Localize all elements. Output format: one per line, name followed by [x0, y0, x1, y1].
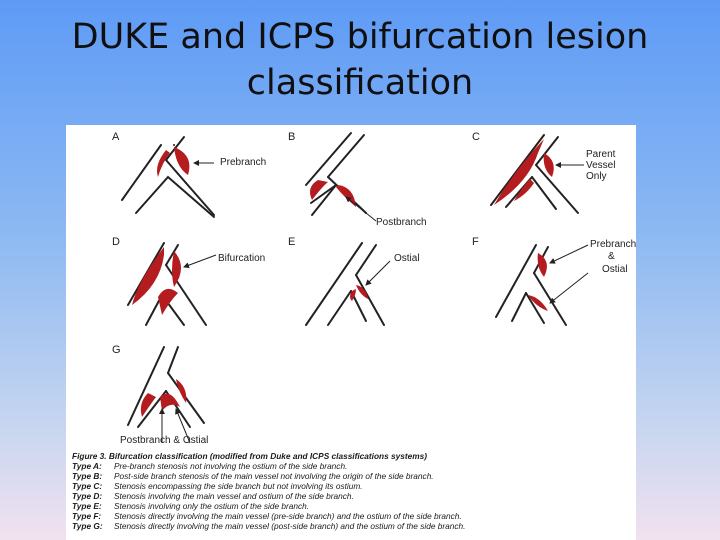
slide-title: DUKE and ICPS bifurcation lesion classif…	[0, 14, 720, 106]
caption-title: Figure 3. Bifurcation classification (mo…	[72, 451, 428, 461]
caption-row: Type C: Stenosis encompassing the side br…	[72, 481, 632, 491]
type-label: Type B:	[72, 471, 103, 481]
panel-d-letter: D	[112, 236, 120, 248]
type-text: Stenosis directly involving the main ves…	[114, 511, 462, 521]
bifurcation-figure: A Prebranch B	[66, 125, 636, 540]
panel-d-label: Bifurcation	[218, 253, 265, 264]
type-text: Stenosis involving the main vessel and o…	[114, 491, 354, 501]
panel-c-label-2: Vessel	[586, 160, 615, 171]
type-text: Post-side branch stenosis of the main ve…	[114, 471, 434, 481]
panel-b-label: Postbranch	[376, 217, 427, 228]
type-text: Pre-branch stenosis not involving the os…	[114, 461, 348, 471]
panel-e: E Ostial	[288, 236, 420, 326]
caption-row: Type B: Post-side branch stenosis of the …	[72, 471, 632, 481]
panel-b-letter: B	[288, 131, 295, 143]
panel-f-label-3: Ostial	[602, 264, 628, 275]
panel-c-label-1: Parent	[586, 149, 616, 160]
panel-d: D Bifurcation	[112, 236, 265, 326]
panel-g-label: Postbranch & Ostial	[120, 435, 208, 446]
caption-row: Type A: Pre-branch stenosis not involving…	[72, 461, 632, 471]
title-line-2: classification	[246, 63, 474, 103]
panel-f: F Prebranch & Ostial	[472, 236, 636, 326]
title-line-1: DUKE and ICPS bifurcation lesion	[71, 17, 649, 57]
panel-a-label: Prebranch	[220, 157, 266, 168]
type-label: Type F:	[72, 511, 102, 521]
figure-caption: Figure 3. Bifurcation classification (mo…	[72, 451, 632, 531]
panel-c-letter: C	[472, 131, 480, 143]
type-label: Type G:	[72, 521, 103, 531]
type-text: Stenosis encompassing the side branch bu…	[114, 481, 363, 491]
type-label: Type A:	[72, 461, 102, 471]
panel-a-letter: A	[112, 131, 120, 143]
type-label: Type D:	[72, 491, 103, 501]
panel-g-letter: G	[112, 344, 121, 356]
panel-f-letter: F	[472, 236, 479, 248]
type-text: Stenosis involving only the ostium of th…	[114, 501, 310, 511]
panel-e-label: Ostial	[394, 253, 420, 264]
panel-f-label-1: Prebranch	[590, 239, 636, 250]
caption-row: Type G: Stenosis directly involving the m…	[72, 521, 632, 531]
type-label: Type E:	[72, 501, 102, 511]
figure-diagram: A Prebranch B	[112, 131, 636, 446]
caption-row: Type D: Stenosis involving the main vesse…	[72, 491, 632, 501]
panel-g: G Postbranch & Ostial	[112, 344, 208, 446]
type-text: Stenosis directly involving the main ves…	[114, 521, 466, 531]
panel-c: C Parent Vessel Only	[472, 131, 616, 214]
caption-row: Type E: Stenosis involving only the ostiu…	[72, 501, 632, 511]
panel-f-label-2: &	[608, 251, 615, 262]
type-label: Type C:	[72, 481, 103, 491]
caption-row: Type F: Stenosis directly involving the m…	[72, 511, 632, 521]
panel-a: A Prebranch	[112, 131, 266, 218]
panel-c-label-3: Only	[586, 171, 607, 182]
panel-e-letter: E	[288, 236, 295, 248]
panel-b: B Postbranch	[288, 131, 427, 228]
